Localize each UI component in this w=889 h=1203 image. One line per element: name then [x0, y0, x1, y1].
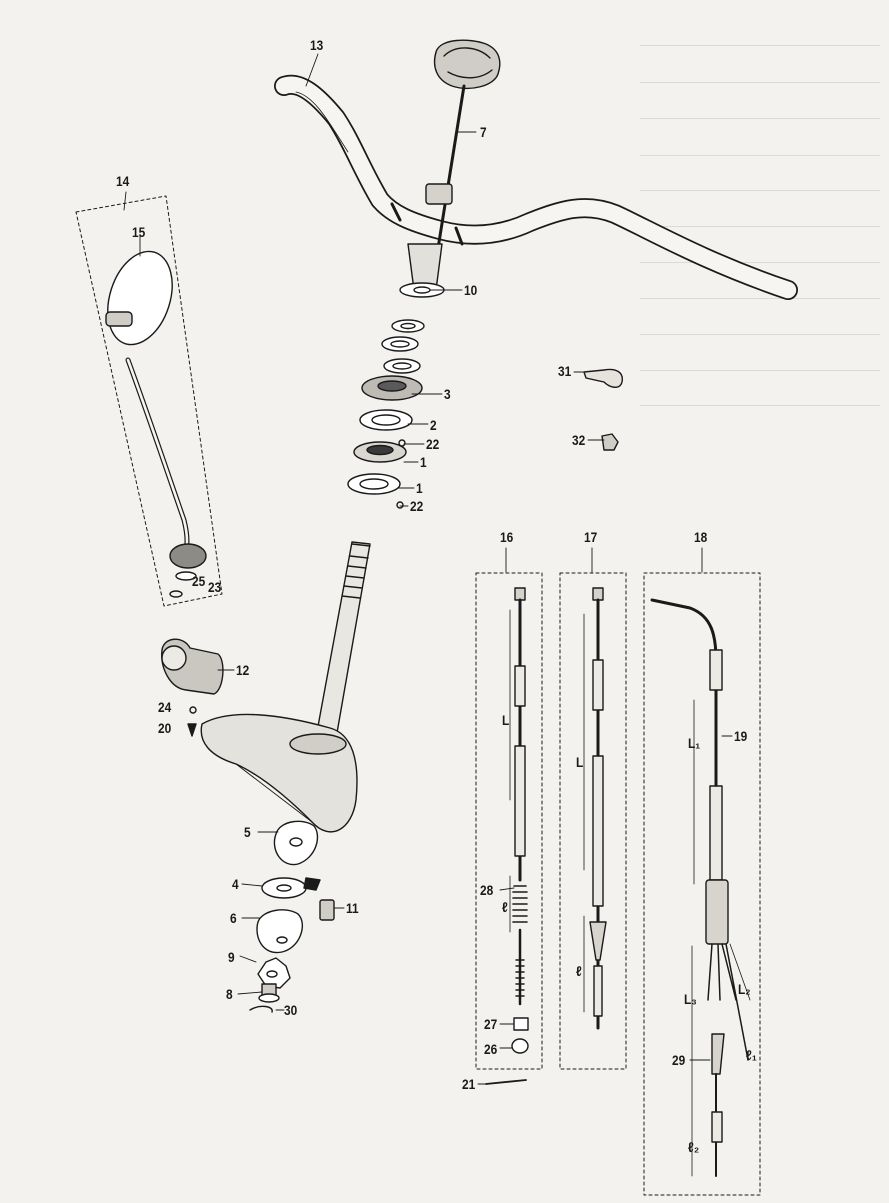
dimension-l1: ℓ₁ — [746, 1047, 757, 1063]
callout-22a: 22 — [426, 436, 440, 452]
bleed-line — [640, 405, 880, 406]
callout-30: 30 — [284, 1002, 298, 1018]
callout-3: 3 — [444, 386, 451, 402]
callout-15: 15 — [132, 224, 146, 240]
bleed-line — [640, 370, 880, 371]
callout-7: 7 — [480, 124, 487, 140]
callout-19: 19 — [734, 728, 748, 744]
cable-18 — [643, 572, 761, 1196]
damper-knob-assembly — [399, 39, 501, 298]
bleed-line — [640, 262, 880, 263]
dimension-l-16: ℓ — [502, 899, 508, 915]
callout-16: 16 — [500, 529, 514, 545]
callout-1b: 1 — [416, 480, 423, 496]
callout-10: 10 — [464, 282, 478, 298]
dimension-l2: ℓ₂ — [688, 1139, 700, 1155]
cable-16 — [475, 572, 543, 1085]
dimension-L1: L₁ — [688, 735, 701, 751]
cable-clips — [583, 368, 623, 451]
lower-washer-stack — [249, 820, 335, 1013]
bleed-line — [640, 298, 880, 299]
callout-32: 32 — [572, 432, 586, 448]
callout-29: 29 — [672, 1052, 686, 1068]
callout-14: 14 — [116, 173, 130, 189]
dimension-L3: L₃ — [684, 991, 697, 1007]
callout-18: 18 — [694, 529, 708, 545]
dimension-l-17: ℓ — [576, 963, 582, 979]
handlebar — [274, 74, 798, 300]
bleed-line — [640, 334, 880, 335]
bleed-line — [640, 226, 880, 227]
mirror-group — [75, 195, 223, 607]
callout-2: 2 — [430, 417, 437, 433]
callout-13: 13 — [310, 37, 324, 53]
callout-20: 20 — [158, 720, 172, 736]
callout-9: 9 — [228, 949, 235, 965]
bleed-line — [640, 155, 880, 156]
callout-24: 24 — [158, 699, 172, 715]
dimension-L-16: L — [502, 712, 510, 728]
callout-1a: 1 — [420, 454, 427, 470]
bleed-line — [640, 118, 880, 119]
bearing-stack — [347, 319, 425, 509]
callout-11: 11 — [346, 900, 359, 916]
cable-17 — [559, 572, 627, 1070]
steering-stem — [161, 541, 371, 833]
dimension-L2: L₂ — [738, 981, 751, 997]
callout-4: 4 — [232, 876, 239, 892]
callout-25: 25 — [192, 573, 206, 589]
callout-8: 8 — [226, 986, 233, 1002]
bleed-line — [640, 82, 880, 83]
callout-27: 27 — [484, 1016, 498, 1032]
callout-12: 12 — [236, 662, 250, 678]
bleed-line — [640, 190, 880, 191]
bleed-line — [640, 45, 880, 46]
callout-5: 5 — [244, 824, 251, 840]
callout-23: 23 — [208, 579, 222, 595]
callout-22b: 22 — [410, 498, 424, 514]
callout-6: 6 — [230, 910, 237, 926]
callout-17: 17 — [584, 529, 598, 545]
callout-26: 26 — [484, 1041, 498, 1057]
callout-21: 21 — [462, 1076, 476, 1092]
callout-31: 31 — [558, 363, 572, 379]
leader-lines — [123, 53, 733, 1085]
dimension-L-17: L — [576, 754, 584, 770]
callout-28: 28 — [480, 882, 494, 898]
